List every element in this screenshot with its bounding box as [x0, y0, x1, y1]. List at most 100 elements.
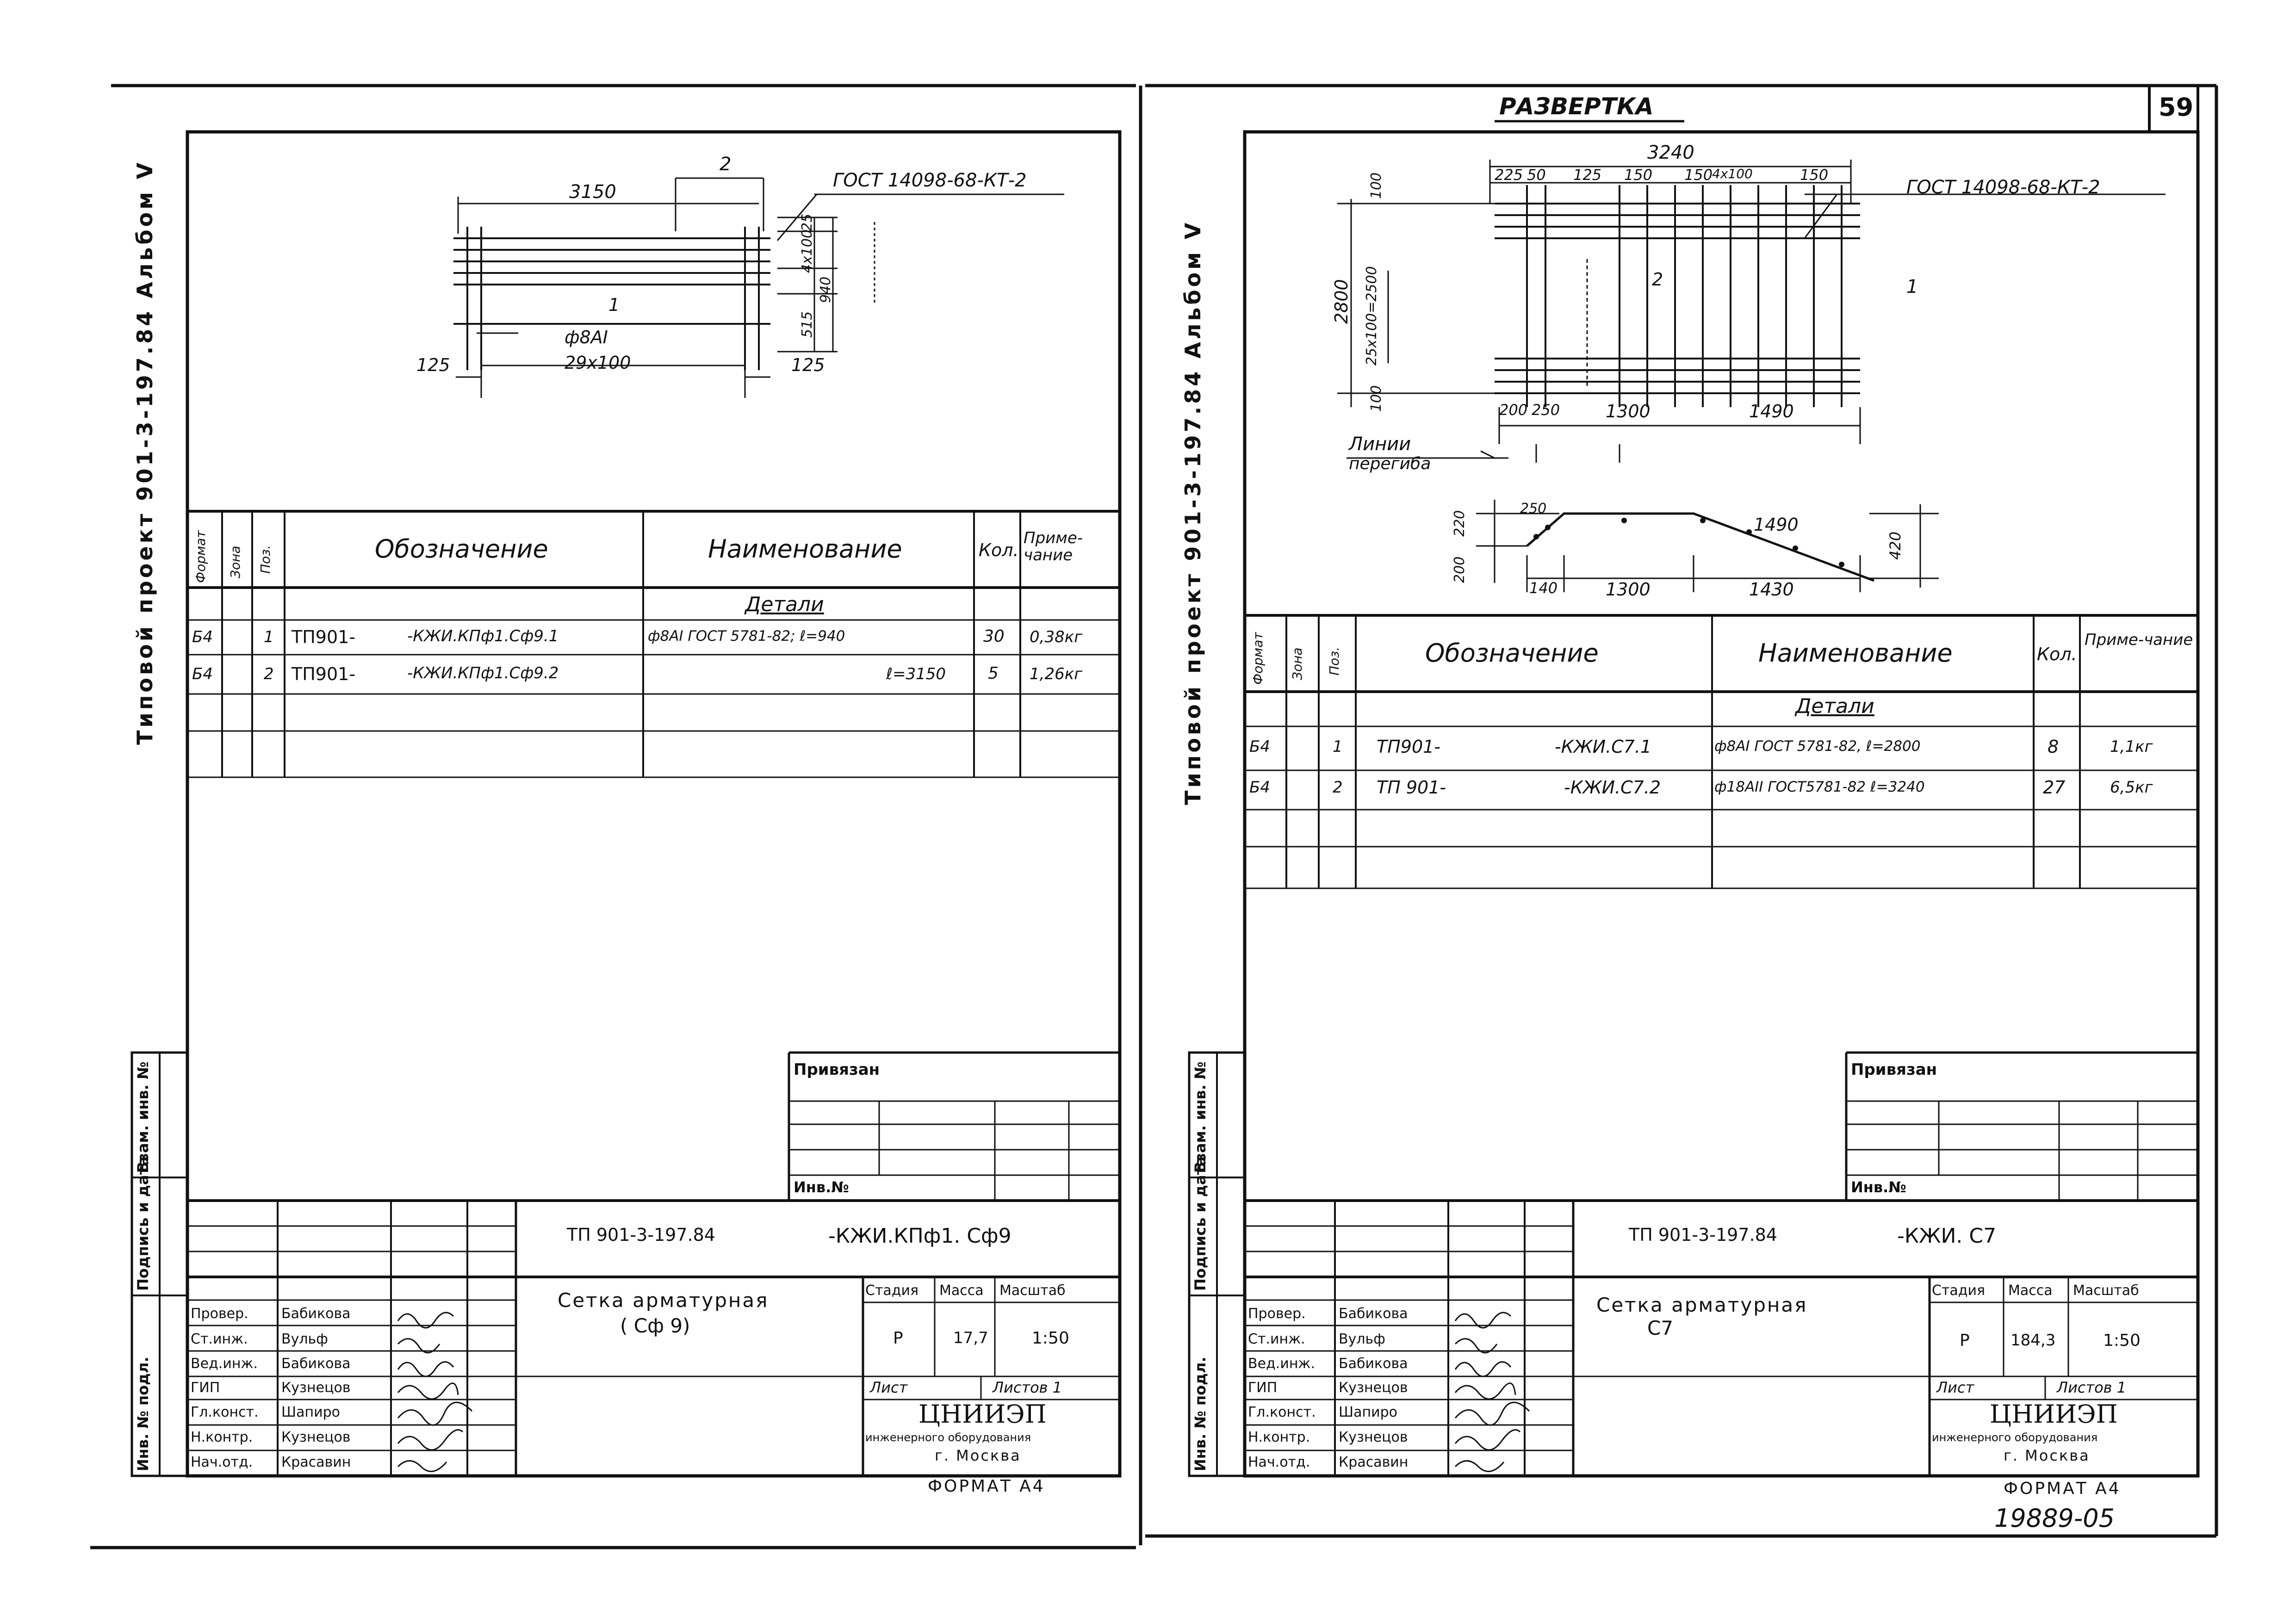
- left-mass-h: Масса: [939, 1282, 984, 1299]
- right-dim-3240: 3240: [1647, 142, 1694, 163]
- right-stage: Р: [1960, 1331, 1970, 1350]
- left-signer-name: Шапиро: [281, 1404, 340, 1420]
- left-privyazan: Привязан: [794, 1060, 880, 1079]
- right-bend-label: Линии: [1349, 434, 1411, 455]
- left-dim-125b: 125: [791, 355, 825, 375]
- left-designation-a: ТП 901-3-197.84: [567, 1225, 715, 1245]
- right-prof-1430: 1430: [1749, 579, 1794, 600]
- left-subtitle: ( Сф 9): [620, 1314, 690, 1337]
- right-sheet: Лист: [1936, 1379, 1974, 1396]
- left-signer-role: Нач.отд.: [191, 1454, 253, 1470]
- right-mark-2: 2: [1652, 269, 1663, 290]
- left-signer-role: Провер.: [191, 1306, 248, 1322]
- catalog-number: 19889-05: [1994, 1504, 2115, 1533]
- right-r1-code-a: ТП901-: [1377, 737, 1441, 757]
- left-mass: 17,7: [953, 1329, 988, 1347]
- left-scale: 1:50: [1032, 1329, 1069, 1348]
- left-signer-name: Красавин: [281, 1454, 351, 1470]
- right-r1-name: ф8АI ГОСТ 5781-82, ℓ=2800: [1714, 738, 1921, 755]
- left-inv-no: Инв.№: [794, 1178, 849, 1196]
- left-sheets: Листов 1: [993, 1379, 1062, 1396]
- left-section-details: Детали: [745, 593, 824, 616]
- left-r1-code-a: ТП901-: [292, 627, 356, 647]
- right-dim-125: 125: [1573, 166, 1602, 184]
- left-signer-name: Бабикова: [281, 1356, 351, 1372]
- right-h-note: Приме-чание: [2085, 631, 2193, 649]
- right-signer-role: Провер.: [1248, 1306, 1306, 1322]
- right-dim-50: 50: [1527, 166, 1546, 184]
- right-format: ФОРМАТ А4: [2004, 1479, 2121, 1498]
- right-r2-note: 6,5кг: [2110, 778, 2153, 797]
- left-scale-h: Масштаб: [999, 1282, 1066, 1299]
- right-mark-1: 1: [1906, 276, 1918, 297]
- right-sheets: Листов 1: [2057, 1379, 2127, 1396]
- right-h-qty: Кол.: [2037, 644, 2077, 664]
- left-dim-mark-1: 1: [608, 295, 620, 315]
- right-designation-b: -КЖИ. С7: [1897, 1224, 1997, 1248]
- right-r1-fmt: Б4: [1249, 737, 1270, 756]
- left-dim-125a: 125: [416, 355, 450, 375]
- right-signer-role: ГИП: [1248, 1380, 1278, 1396]
- right-dim-150a: 150: [1624, 166, 1653, 184]
- left-h-qty: Кол.: [979, 540, 1019, 560]
- left-dim-bar: ф8АI: [565, 327, 608, 347]
- left-r1-pos: 1: [264, 628, 274, 646]
- right-signer-name: Красавин: [1339, 1454, 1409, 1470]
- right-signer-role: Вед.инж.: [1248, 1356, 1315, 1372]
- right-dim-1490: 1490: [1749, 401, 1794, 421]
- left-r1-code-b: -КЖИ.КПф1.Сф9.1: [407, 627, 559, 645]
- right-city: г. Москва: [2004, 1447, 2090, 1464]
- left-stage-h: Стадия: [865, 1282, 919, 1299]
- right-gost-label: ГОСТ 14098-68-КТ-2: [1906, 177, 2100, 198]
- right-dim-4x100: 4х100: [1712, 166, 1753, 181]
- left-r2-code-a: ТП901-: [292, 664, 356, 684]
- right-subtitle: С7: [1647, 1317, 1674, 1339]
- left-r2-code-b: -КЖИ.КПф1.Сф9.2: [407, 664, 559, 682]
- right-prof-250: 250: [1520, 501, 1547, 517]
- left-r1-note: 0,38кг: [1030, 628, 1083, 646]
- right-bend-label-2: перегиба: [1349, 454, 1431, 473]
- right-signer-name: Кузнецов: [1339, 1429, 1408, 1445]
- right-r1-qty: 8: [2048, 737, 2059, 757]
- left-r2-qty: 5: [988, 664, 999, 683]
- right-mass-h: Масса: [2008, 1282, 2053, 1299]
- left-r1-name: ф8АI ГОСТ 5781-82; ℓ=940: [648, 628, 845, 644]
- left-signer-role: Гл.конст.: [191, 1404, 259, 1420]
- right-privyazan: Привязан: [1851, 1060, 1937, 1079]
- left-city: г. Москва: [935, 1447, 1021, 1464]
- right-h-name: Наименование: [1758, 638, 1953, 668]
- left-r2-name: ℓ=3150: [886, 665, 946, 683]
- left-dim-29x100: 29х100: [565, 353, 631, 373]
- right-scale: 1:50: [2103, 1331, 2141, 1350]
- left-h-designation: Обозначение: [375, 534, 548, 564]
- left-signer-name: Вульф: [281, 1331, 328, 1347]
- right-r1-note: 1,1кг: [2110, 737, 2153, 756]
- right-inv-no: Инв.№: [1851, 1178, 1906, 1196]
- right-r2-code-a: ТП 901-: [1377, 777, 1446, 798]
- page-number: 59: [2159, 93, 2194, 122]
- left-signer-role: Н.контр.: [191, 1429, 253, 1445]
- right-dim-250: 250: [1532, 401, 1560, 419]
- right-r2-fmt: Б4: [1249, 778, 1270, 797]
- left-gost-label: ГОСТ 14098-68-КТ-2: [833, 170, 1027, 191]
- right-prof-1490: 1490: [1754, 514, 1799, 535]
- right-r1-pos: 1: [1333, 737, 1343, 756]
- right-dim-150b: 150: [1684, 166, 1713, 184]
- right-signer-role: Ст.инж.: [1248, 1331, 1305, 1347]
- right-r2-name: ф18АII ГОСТ5781-82 ℓ=3240: [1714, 779, 1925, 795]
- right-org: ЦНИИЭП: [1990, 1400, 2118, 1429]
- left-signer-name: Бабикова: [281, 1306, 351, 1322]
- left-r2-fmt: Б4: [192, 665, 213, 683]
- right-designation-a: ТП 901-3-197.84: [1629, 1225, 1777, 1245]
- right-prof-1300: 1300: [1606, 579, 1651, 600]
- left-signer-role: Вед.инж.: [191, 1356, 258, 1372]
- left-h-name: Наименование: [708, 534, 902, 564]
- left-signer-name: Кузнецов: [281, 1429, 351, 1445]
- left-title: Сетка арматурная: [558, 1289, 769, 1312]
- right-dim-150c: 150: [1800, 166, 1829, 184]
- right-signer-role: Нач.отд.: [1248, 1454, 1310, 1470]
- right-r2-pos: 2: [1333, 778, 1343, 797]
